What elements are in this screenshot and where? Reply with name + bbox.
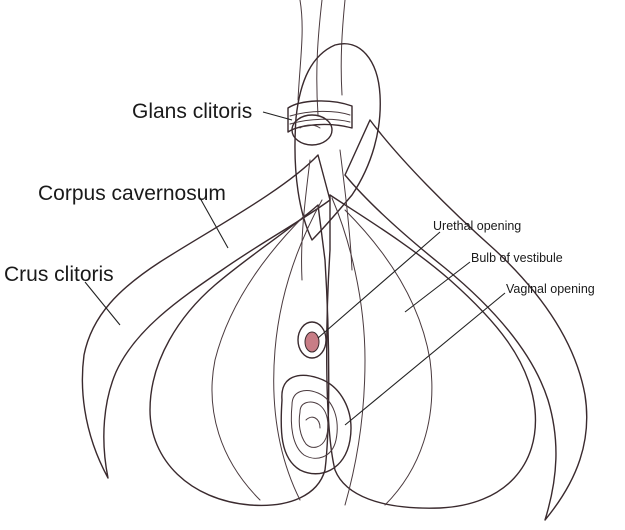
label-crus-clitoris: Crus clitoris — [4, 263, 114, 286]
label-vaginal-opening: Vaginal opening — [506, 282, 595, 296]
label-corpus-cavernosum: Corpus cavernosum — [38, 182, 226, 205]
suspensory-strands — [297, 0, 346, 116]
crus-clitoris-left — [81, 154, 331, 479]
label-bulb-of-vestibule: Bulb of vestibule — [471, 251, 563, 265]
vestibule-membranes — [211, 149, 433, 506]
vaginal-opening — [280, 374, 352, 475]
glans-clitoris — [287, 100, 353, 146]
bulb-of-vestibule-right — [326, 194, 537, 509]
label-glans-clitoris: Glans clitoris — [132, 100, 252, 123]
corpus-cavernosum — [294, 43, 381, 241]
urethral-opening — [297, 321, 327, 359]
label-urethal-opening: Urethal opening — [433, 219, 521, 233]
crus-clitoris-right — [344, 119, 588, 521]
leader-lines — [84, 111, 506, 426]
